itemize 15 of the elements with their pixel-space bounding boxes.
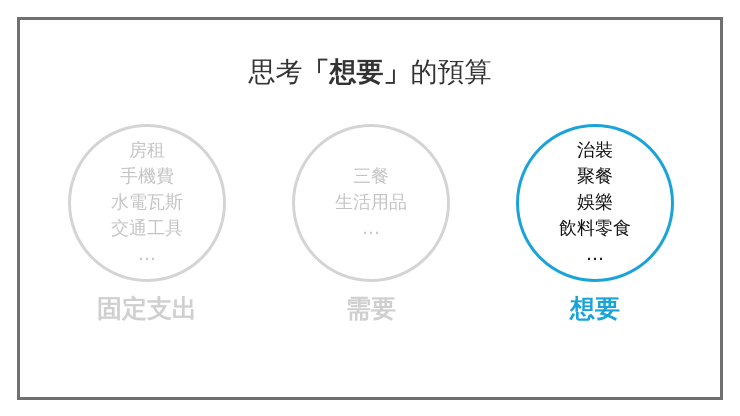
category-heading: 想要 (568, 293, 621, 325)
expense-item: 手機費 (120, 165, 174, 189)
expense-item: 治裝 (577, 139, 613, 163)
expense-item: … (586, 243, 604, 267)
expense-item: … (138, 243, 156, 267)
expense-item: 聚餐 (577, 165, 613, 189)
expense-item: 娛樂 (577, 191, 613, 215)
title: 思考「想要」的預算 (247, 56, 492, 90)
expense-item: 房租 (129, 139, 165, 163)
expense-item: 生活用品 (335, 191, 407, 215)
expense-item: … (362, 217, 380, 241)
expense-item: 水電瓦斯 (111, 191, 183, 215)
expense-item: 交通工具 (111, 217, 183, 241)
expense-item: 三餐 (353, 165, 389, 189)
expense-item: 飲料零食 (559, 217, 631, 241)
